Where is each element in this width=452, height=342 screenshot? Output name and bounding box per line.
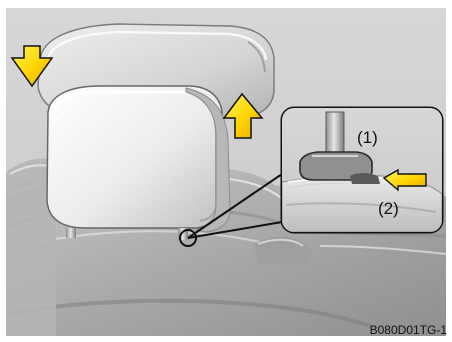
figure-code: B080D01TG-1: [370, 323, 448, 337]
front-headrest: [47, 86, 222, 228]
label-1: (1): [357, 128, 378, 147]
label-2: (2): [378, 199, 399, 218]
detail-inset: (1) (2): [282, 108, 442, 232]
